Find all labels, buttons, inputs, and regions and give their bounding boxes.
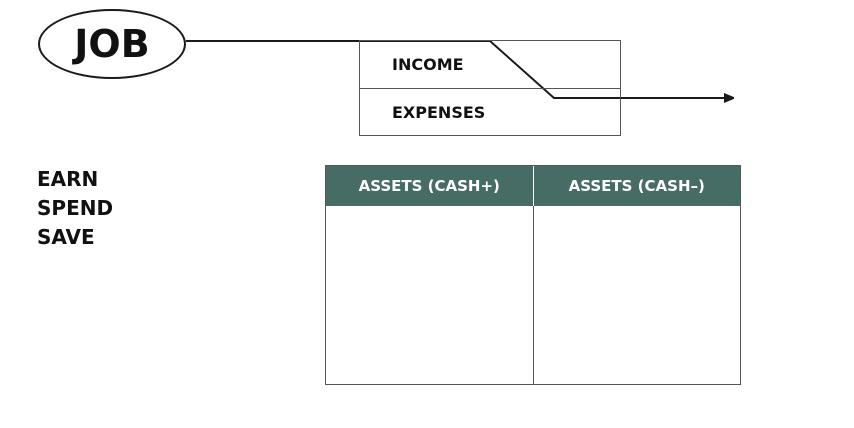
income-label: INCOME (392, 55, 464, 74)
verb-spend: SPEND (37, 196, 114, 220)
expenses-label: EXPENSES (392, 103, 486, 122)
job-oval: JOB (38, 9, 186, 79)
balance-sheet-header: ASSETS (CASH+) ASSETS (CASH–) (326, 166, 740, 206)
income-row: INCOME (360, 41, 620, 88)
job-label: JOB (74, 22, 150, 66)
verb-save: SAVE (37, 225, 95, 249)
verb-earn: EARN (37, 167, 99, 191)
earn-spend-save-list: EARN SPEND SAVE (37, 165, 113, 252)
expenses-row: EXPENSES (360, 88, 620, 136)
balance-sheet-divider (533, 206, 534, 384)
balance-sheet: ASSETS (CASH+) ASSETS (CASH–) (325, 165, 741, 385)
assets-cash-plus-header: ASSETS (CASH+) (326, 166, 534, 206)
income-statement: INCOME EXPENSES (359, 40, 621, 136)
assets-cash-minus-header: ASSETS (CASH–) (568, 177, 705, 195)
